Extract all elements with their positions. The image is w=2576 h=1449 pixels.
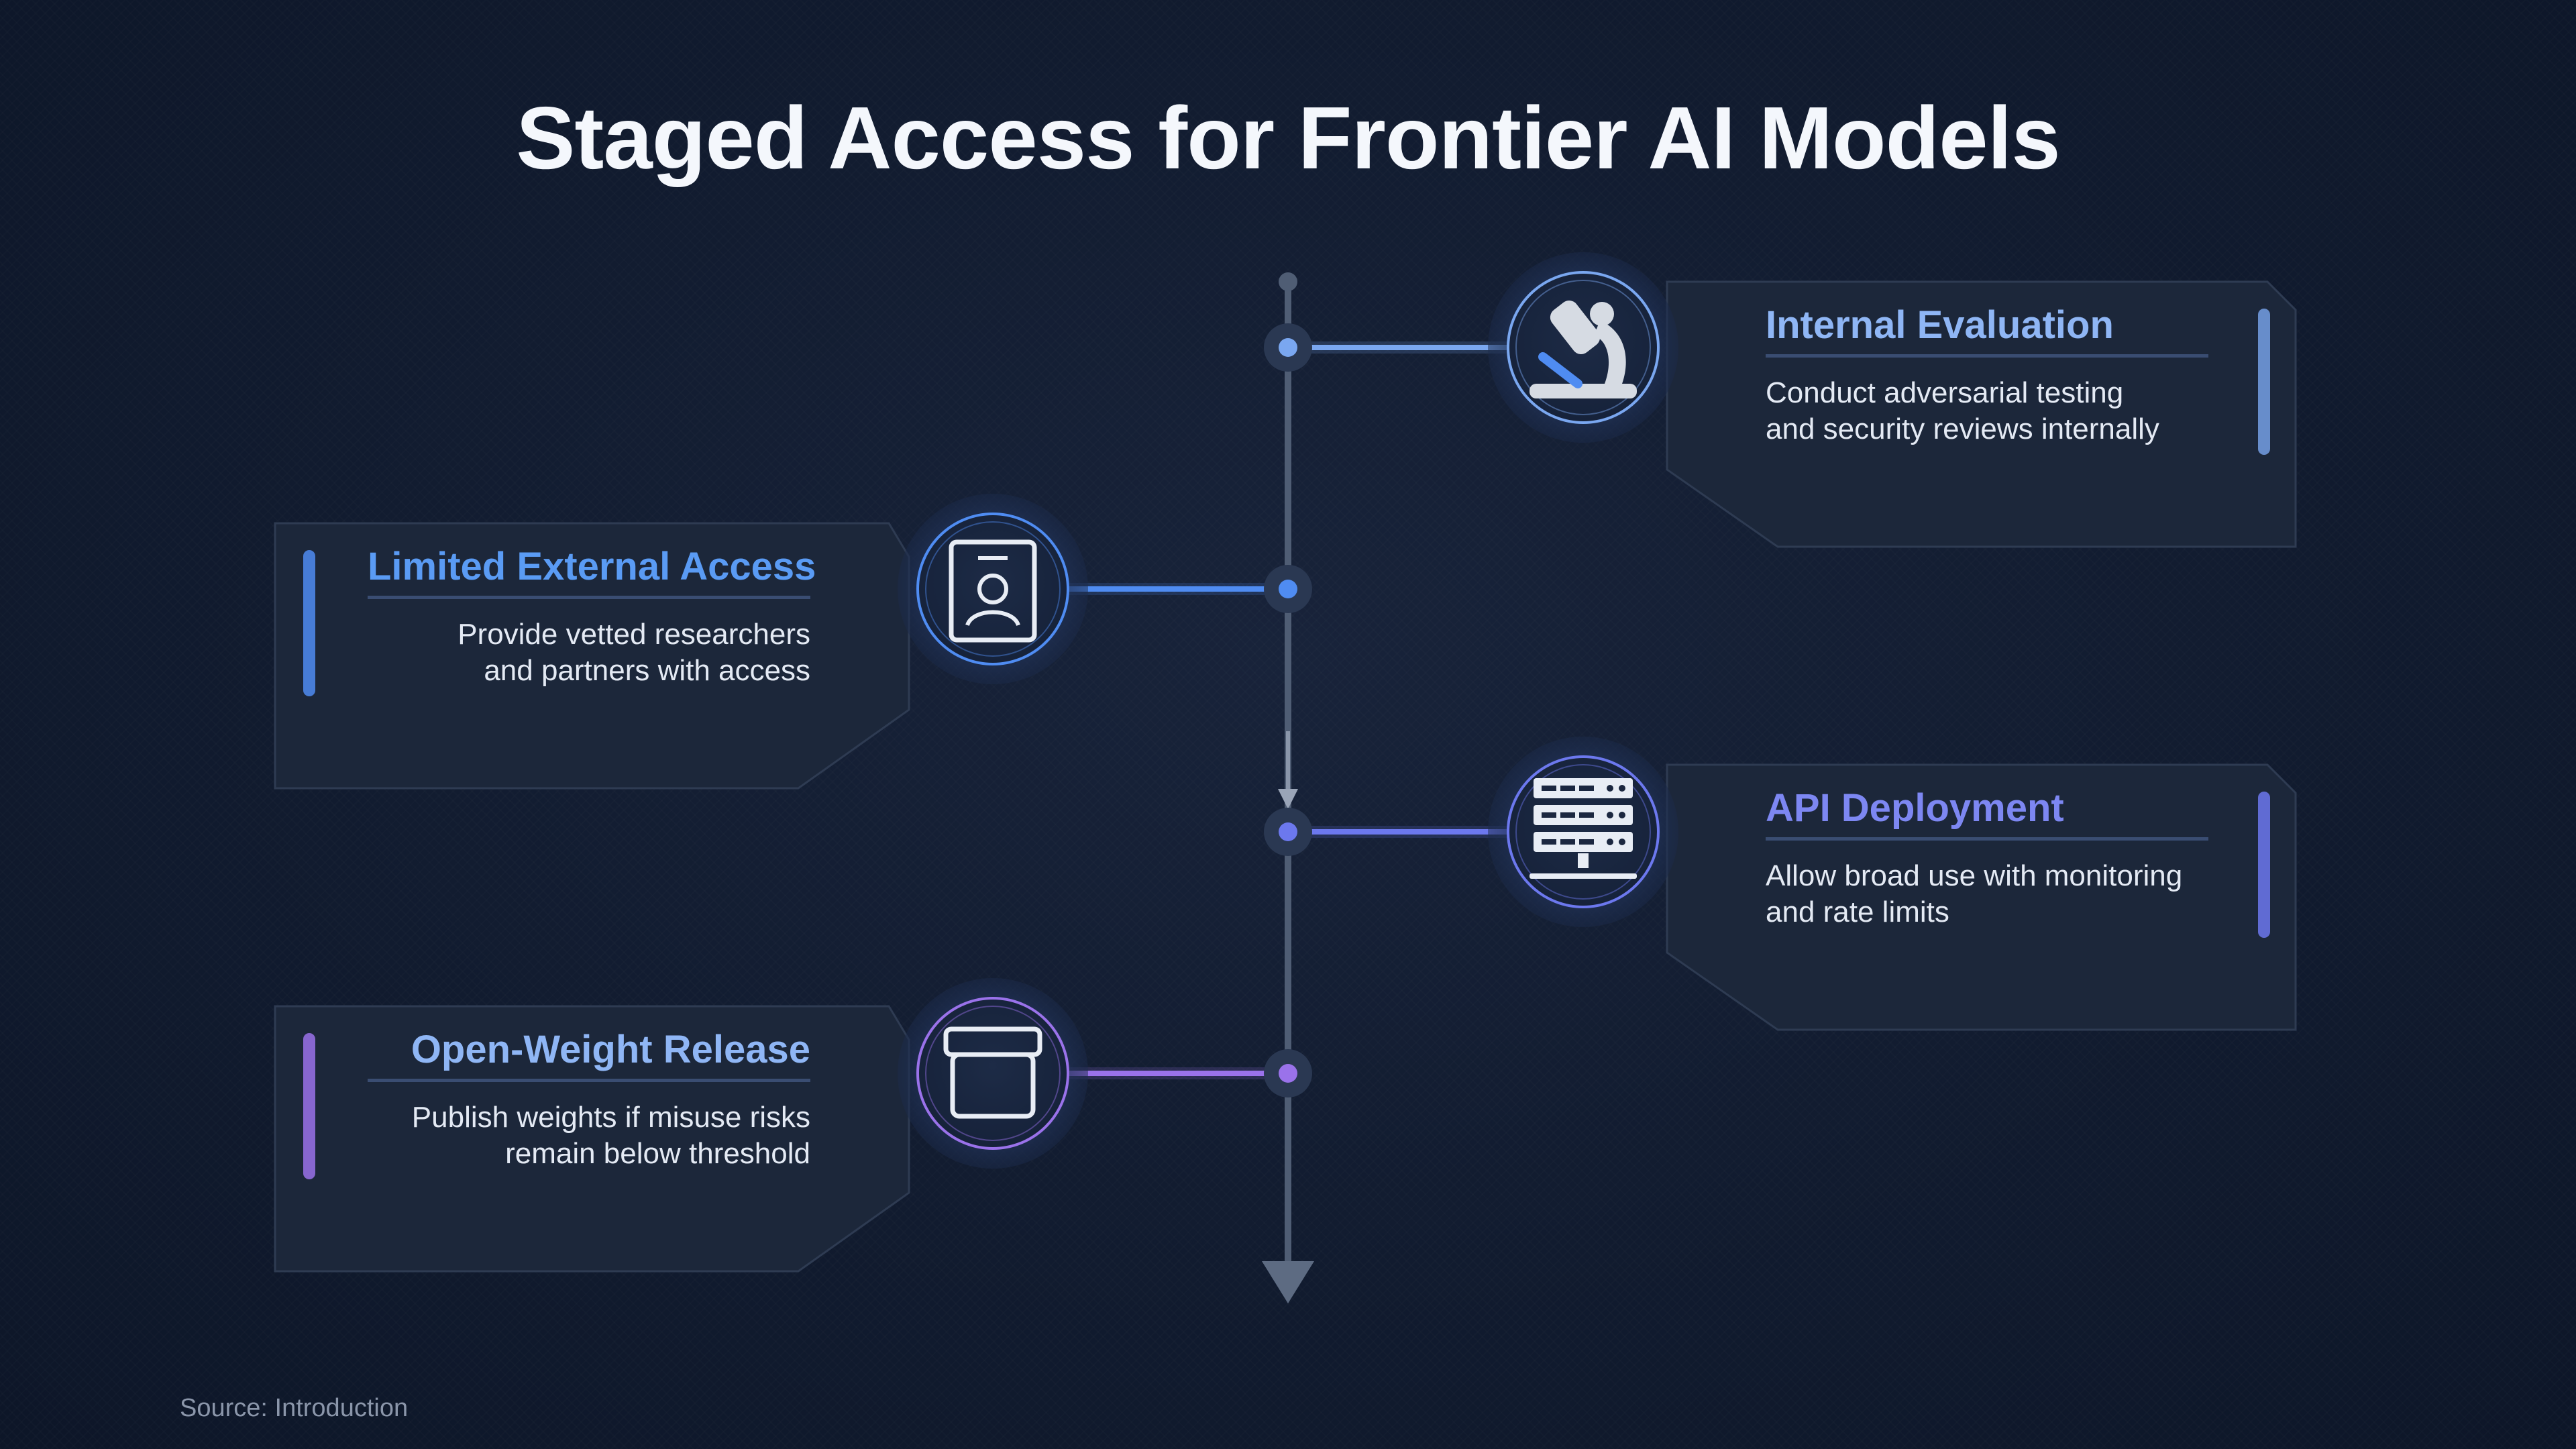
stage-description: Conduct adversarial testing and security…: [1766, 375, 2208, 447]
stage-limited-external-access: Limited External Access Provide vetted r…: [368, 543, 816, 689]
connector-internal-evaluation: [1264, 323, 1509, 372]
page-title: Staged Access for Frontier AI Models: [516, 89, 2060, 187]
stage-title: API Deployment: [1766, 785, 2208, 841]
connector-limited-external-access: [1067, 565, 1312, 613]
stage-description: Publish weights if misuse risks remain b…: [368, 1099, 810, 1172]
stage-internal-evaluation: Internal Evaluation Conduct adversarial …: [1766, 302, 2208, 447]
card-accent-bar-internal: [2258, 309, 2270, 455]
stage-title: Limited External Access: [368, 543, 816, 599]
connector-open-weight-release: [1067, 1049, 1312, 1097]
card-open-weight-release: [274, 1005, 910, 1273]
card-limited-external-access: [274, 522, 910, 790]
stage-description-line: Provide vetted researchers: [458, 618, 810, 651]
stage-description-line: Conduct adversarial testing: [1766, 376, 2124, 409]
timeline-spine: [1262, 272, 1314, 1303]
stage-description-line: Publish weights if misuse risks: [411, 1101, 810, 1134]
stage-description: Allow broad use with monitoring and rate…: [1766, 858, 2208, 930]
card-accent-bar-limited: [303, 550, 315, 696]
card-accent-bar-open-weight: [303, 1033, 315, 1179]
server-rack-icon: [1488, 737, 1678, 927]
stage-description-line: and rate limits: [1766, 896, 1949, 928]
connector-api-deployment: [1264, 808, 1509, 856]
stage-description-line: and security reviews internally: [1766, 413, 2159, 445]
stage-api-deployment: API Deployment Allow broad use with moni…: [1766, 785, 2208, 930]
card-internal-evaluation: [1666, 280, 2297, 548]
stage-title: Internal Evaluation: [1766, 302, 2208, 358]
stage-description-line: Allow broad use with monitoring: [1766, 859, 2183, 892]
stage-open-weight-release: Open-Weight Release Publish weights if m…: [368, 1026, 810, 1172]
stage-description: Provide vetted researchers and partners …: [368, 616, 810, 689]
source-caption: Source: Introduction: [180, 1394, 409, 1422]
stage-description-line: and partners with access: [484, 654, 810, 687]
archive-box-icon: [898, 978, 1088, 1169]
microscope-icon: [1488, 252, 1678, 443]
stage-description-line: remain below threshold: [505, 1137, 810, 1170]
timeline-end-arrow: [1262, 1261, 1314, 1303]
card-accent-bar-api: [2258, 792, 2270, 938]
id-badge-icon: [898, 494, 1088, 684]
timeline-mid-arrow: [1278, 731, 1298, 809]
stage-title: Open-Weight Release: [368, 1026, 810, 1082]
card-api-deployment: [1666, 763, 2297, 1031]
